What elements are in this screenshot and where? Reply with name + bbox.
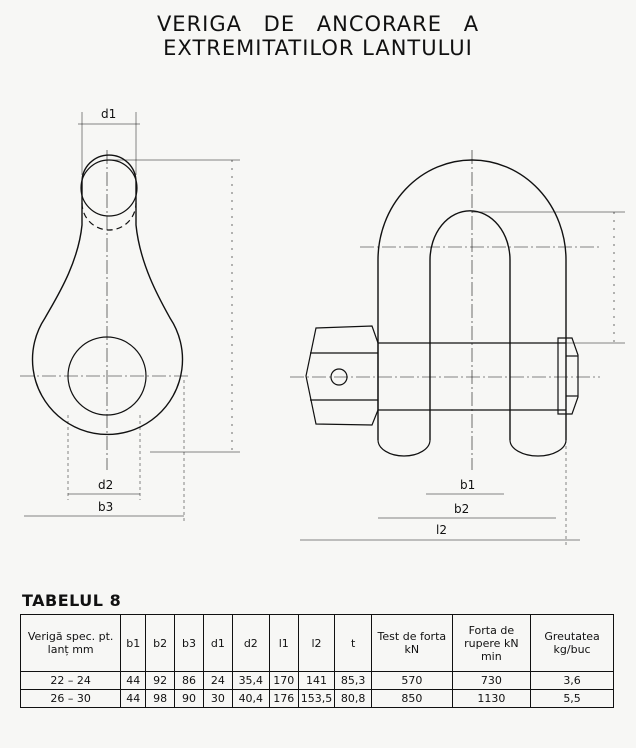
table-cell: 176	[268, 689, 299, 708]
table-cell: 170	[268, 671, 299, 690]
label-d1: d1	[101, 107, 116, 121]
technical-drawing: d1 d2 b3 b1 b2 l2	[20, 107, 625, 546]
table-cell: 98	[145, 689, 176, 708]
table-header-cell: d1	[202, 614, 233, 672]
table-cell: 30	[202, 689, 233, 708]
label-b2: b2	[454, 502, 469, 516]
table-cell: 40,4	[231, 689, 270, 708]
table-cell: 80,8	[334, 689, 373, 708]
table-header-cell: Verigă spec. pt. lanț mm	[19, 614, 122, 672]
shackle-drawing	[290, 150, 625, 546]
table-header-cell: Test de forta kN	[371, 614, 453, 672]
table-header-cell: b1	[120, 614, 147, 672]
table-cell: 26 – 30	[19, 689, 122, 708]
title-line-1: VERIGA DE ANCORARE A	[156, 12, 480, 36]
label-d2: d2	[98, 478, 113, 492]
table-caption: TABELUL 8	[22, 591, 122, 610]
table-cell: 22 – 24	[19, 671, 122, 690]
table-cell: 85,3	[334, 671, 373, 690]
table-cell: 153,5	[297, 689, 336, 708]
table-header-cell: b2	[145, 614, 176, 672]
label-b3: b3	[98, 500, 113, 514]
table-cell: 35,4	[231, 671, 270, 690]
table-cell: 90	[174, 689, 204, 708]
label-b1: b1	[460, 478, 475, 492]
table-header-cell: l1	[268, 614, 299, 672]
table-cell: 44	[120, 671, 147, 690]
table-cell: 5,5	[530, 689, 614, 708]
eye-link-drawing	[20, 112, 240, 522]
label-l2: l2	[436, 523, 447, 537]
table-header-cell: t	[334, 614, 373, 672]
table-cell: 92	[145, 671, 176, 690]
table-cell: 570	[371, 671, 453, 690]
table-cell: 730	[451, 671, 532, 690]
table-header-cell: Greutatea kg/buc	[530, 614, 614, 672]
table-header-cell: Forta de rupere kN min	[451, 614, 532, 672]
table-cell: 24	[202, 671, 233, 690]
table-cell: 1130	[451, 689, 532, 708]
table-header-cell: d2	[231, 614, 270, 672]
table-cell: 3,6	[530, 671, 614, 690]
title-line-2: EXTREMITATILOR LANTULUI	[163, 36, 473, 60]
table-cell: 850	[371, 689, 453, 708]
table-cell: 86	[174, 671, 204, 690]
table-header-cell: l2	[297, 614, 336, 672]
table-cell: 141	[297, 671, 336, 690]
table-cell: 44	[120, 689, 147, 708]
table-header-cell: b3	[174, 614, 204, 672]
